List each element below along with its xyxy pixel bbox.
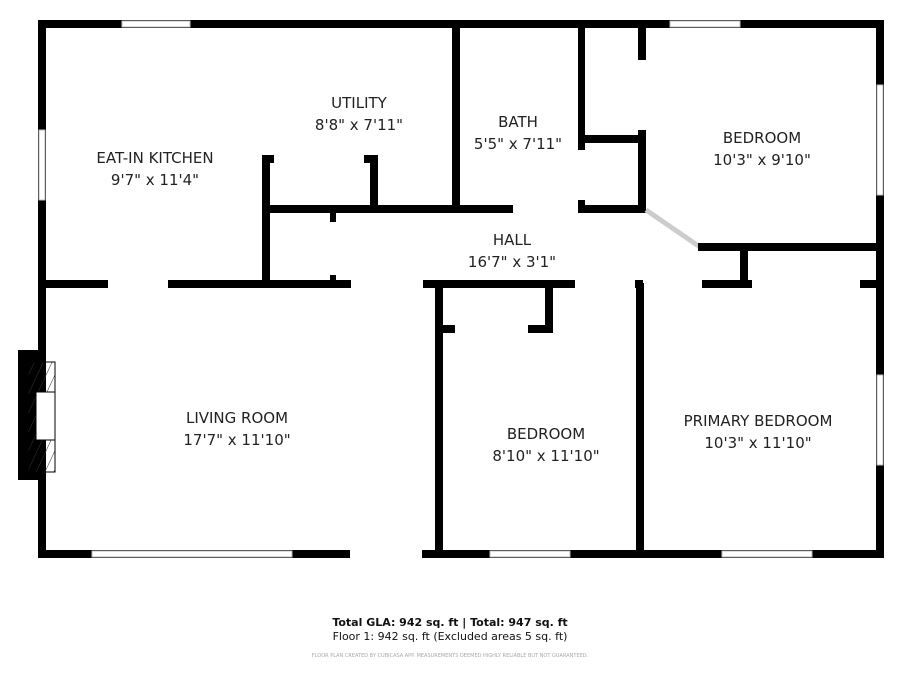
disclaimer: FLOOR PLAN CREATED BY CUBICASA APP. MEAS… bbox=[311, 653, 589, 659]
interior-walls bbox=[38, 28, 884, 553]
room-label-bedroom-1: BEDROOM 10'3" x 9'10" bbox=[713, 127, 811, 171]
room-name: UTILITY bbox=[331, 94, 387, 112]
room-label-hall: HALL 16'7" x 3'1" bbox=[468, 229, 556, 273]
windows bbox=[38, 20, 884, 558]
room-name: EAT-IN KITCHEN bbox=[96, 149, 214, 167]
total-area: Total GLA: 942 sq. ft | Total: 947 sq. f… bbox=[332, 616, 568, 629]
room-size: 17'7" x 11'10" bbox=[183, 431, 291, 449]
room-name: BEDROOM bbox=[722, 129, 802, 147]
room-name: BEDROOM bbox=[506, 425, 586, 443]
outer-walls bbox=[38, 20, 884, 558]
room-label-eat-in-kitchen: EAT-IN KITCHEN 9'7" x 11'4" bbox=[96, 147, 213, 191]
room-size: 10'3" x 9'10" bbox=[713, 151, 811, 169]
room-size: 10'3" x 11'10" bbox=[704, 434, 812, 452]
room-name: PRIMARY BEDROOM bbox=[683, 412, 833, 430]
room-size: 16'7" x 3'1" bbox=[467, 253, 557, 271]
room-size: 5'5" x 7'11" bbox=[473, 135, 563, 153]
room-label-bedroom-2: BEDROOM 8'10" x 11'10" bbox=[492, 423, 599, 467]
room-size: 8'8" x 7'11" bbox=[314, 116, 404, 134]
fireplace bbox=[18, 350, 56, 480]
room-label-bath: BATH 5'5" x 7'11" bbox=[474, 111, 562, 155]
room-size: 8'10" x 11'10" bbox=[492, 447, 600, 465]
room-label-utility: UTILITY 8'8" x 7'11" bbox=[315, 92, 403, 136]
room-label-living-room: LIVING ROOM 17'7" x 11'10" bbox=[183, 407, 290, 451]
room-name: HALL bbox=[492, 231, 532, 249]
room-name: LIVING ROOM bbox=[185, 409, 289, 427]
floor-area: Floor 1: 942 sq. ft (Excluded areas 5 sq… bbox=[332, 630, 568, 643]
room-label-primary-bedroom: PRIMARY BEDROOM 10'3" x 11'10" bbox=[684, 410, 833, 454]
room-name: BATH bbox=[498, 113, 538, 131]
room-size: 9'7" x 11'4" bbox=[110, 171, 200, 189]
